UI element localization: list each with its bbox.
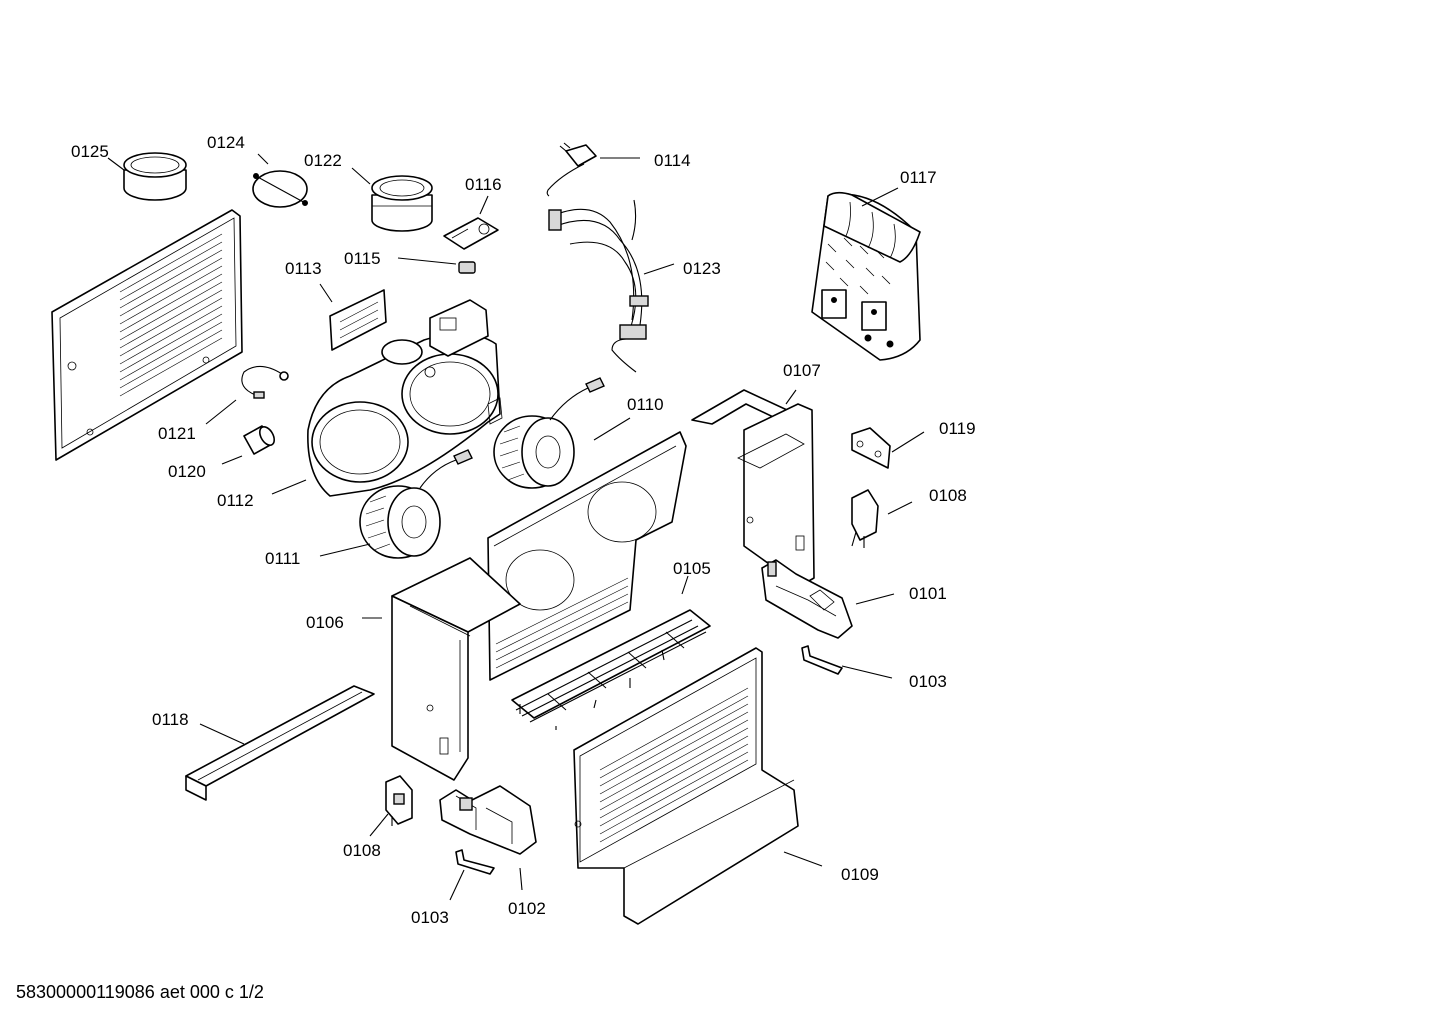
callout-0121: 0121 xyxy=(158,424,196,443)
callout-0108-left: 0108 xyxy=(343,841,381,860)
part-0101-drain-tray xyxy=(761,559,853,639)
callout-0116: 0116 xyxy=(465,175,502,194)
callout-0111: 0111 xyxy=(265,549,300,568)
callout-0102: 0102 xyxy=(508,899,546,918)
callout-0103-lower: 0103 xyxy=(411,908,449,927)
part-0112-fan-housing xyxy=(307,299,503,497)
part-0124-flap-valve xyxy=(252,170,308,208)
part-0110-fan-wheel xyxy=(493,377,605,489)
part-0121-sensor-cable xyxy=(241,365,289,399)
part-0103-clip-right xyxy=(801,645,843,675)
callout-0103-right: 0103 xyxy=(909,672,947,691)
part-0117-fastener-bag xyxy=(811,191,921,361)
callout-0118: 0118 xyxy=(152,710,189,729)
callout-0119: 0119 xyxy=(939,419,976,438)
part-0115-connector xyxy=(458,261,476,274)
part-0122-duct-connector xyxy=(371,175,433,232)
callout-0117: 0117 xyxy=(900,168,937,187)
callout-0113: 0113 xyxy=(285,259,322,278)
callout-0110: 0110 xyxy=(627,395,664,414)
part-0108-switch-right xyxy=(851,489,879,548)
document-code: 58300000119086 aet 000 c 1/2 xyxy=(16,982,264,1002)
part-0114-mains-plug xyxy=(546,142,597,197)
part-0116-board xyxy=(443,217,499,250)
callout-0124: 0124 xyxy=(207,133,245,152)
callout-0114: 0114 xyxy=(654,151,691,170)
part-0118-rail xyxy=(185,685,375,801)
part-0105-filter-grid xyxy=(511,609,711,730)
callout-0101: 0101 xyxy=(909,584,947,603)
part-0106-side-bracket xyxy=(391,557,521,781)
callout-labels: 0125 0124 0122 0116 0114 0117 0115 0113 … xyxy=(71,133,976,927)
part-central-partition xyxy=(487,431,687,681)
callout-0108-right: 0108 xyxy=(929,486,967,505)
callout-0125: 0125 xyxy=(71,142,109,161)
part-0125-duct-ring xyxy=(123,152,187,201)
callout-0115: 0115 xyxy=(344,249,381,268)
callout-0122: 0122 xyxy=(304,151,342,170)
part-0108-switch-left xyxy=(385,775,413,826)
leader-lines xyxy=(107,153,925,901)
callout-0112: 0112 xyxy=(217,491,254,510)
part-0109-front-panel xyxy=(573,647,799,925)
part-0120-capacitor xyxy=(243,425,276,455)
callout-0123: 0123 xyxy=(683,259,721,278)
part-0113-pcb xyxy=(329,289,387,351)
callout-0109: 0109 xyxy=(841,865,879,884)
part-0123-wiring-harness xyxy=(548,199,649,373)
part-0107-bracket xyxy=(691,389,815,587)
part-back-panel-left xyxy=(51,209,243,461)
callout-0105: 0105 xyxy=(673,559,711,578)
callout-0106: 0106 xyxy=(306,613,344,632)
callout-0120: 0120 xyxy=(168,462,206,481)
callout-0107: 0107 xyxy=(783,361,821,380)
part-0111-fan-wheel xyxy=(359,449,473,559)
part-0102-lower-tray xyxy=(439,785,537,855)
part-0103-clip-lower xyxy=(455,849,495,875)
part-0119-plate xyxy=(851,427,891,469)
